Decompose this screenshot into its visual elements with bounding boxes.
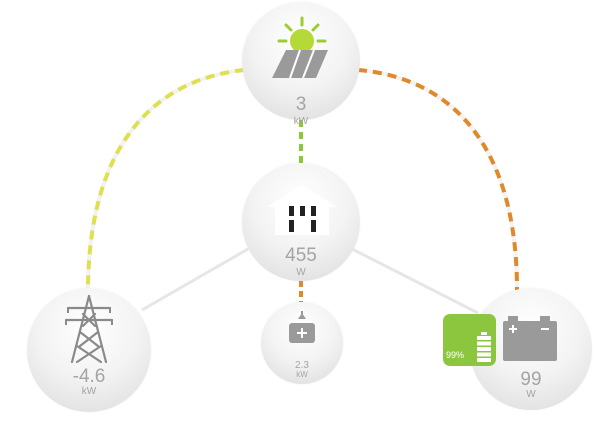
ev-node[interactable]: 2.3 kW — [261, 302, 343, 384]
flow-solar-battery — [357, 68, 519, 291]
grid-unit: kW — [81, 386, 97, 397]
battery-icon — [503, 316, 557, 361]
soc-level-bars — [477, 336, 491, 362]
solar-value: 3 — [295, 94, 307, 115]
power-pylon-icon — [64, 294, 114, 364]
flow-solar-grid-dash — [86, 68, 245, 293]
battery-value: 99 — [520, 369, 542, 390]
solar-unit: kW — [293, 116, 309, 127]
house-icon — [267, 185, 337, 235]
battery-soc-badge: 99% — [443, 314, 496, 366]
solar-node[interactable]: 3 kW — [242, 2, 360, 127]
soc-bar — [477, 341, 491, 346]
home-unit: W — [296, 267, 306, 278]
home-node[interactable]: 455 W — [242, 163, 360, 281]
soc-bar — [477, 352, 491, 357]
soc-bar — [477, 358, 491, 362]
flow-solar-grid — [86, 68, 245, 293]
battery-charge-icon — [477, 332, 491, 362]
battery-soc-label: 99% — [446, 350, 465, 360]
flow-solar-battery-dash — [357, 68, 519, 291]
soc-bar — [477, 336, 491, 340]
ev-charger-icon — [289, 311, 315, 343]
sun-solar-panel-icon — [272, 16, 328, 79]
soc-bar — [477, 347, 491, 351]
line-home-grid — [141, 247, 249, 312]
battery-unit: W — [526, 389, 536, 400]
grid-node[interactable]: -4.6 kW — [27, 288, 151, 412]
grid-value: -4.6 — [72, 366, 106, 387]
ev-value: 2.3 — [295, 360, 309, 371]
ev-unit: kW — [296, 370, 308, 379]
line-home-battery — [351, 247, 479, 315]
home-value: 455 — [285, 245, 317, 266]
